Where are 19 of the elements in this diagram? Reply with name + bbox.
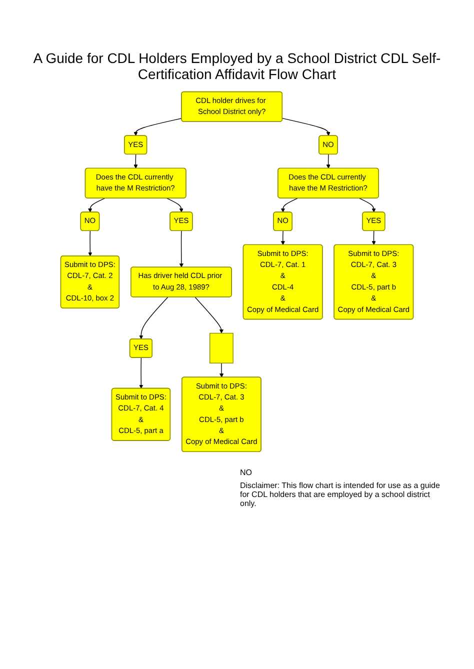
arrow (372, 230, 376, 246)
arrow (194, 296, 224, 334)
arrow (166, 198, 184, 212)
arrow (359, 198, 376, 212)
arrow (139, 357, 144, 389)
disclaimer-note: Disclaimer: This flow chart is intended for use as a guide for CDL holders that are employed by a school district only. (240, 481, 441, 508)
arrow (134, 118, 182, 136)
branch-label: NO (240, 468, 253, 478)
arrow (220, 362, 224, 378)
arrow (326, 154, 330, 169)
arrow (88, 198, 106, 212)
arrow (88, 230, 92, 256)
arrow (179, 230, 184, 268)
arrow (134, 154, 138, 169)
chart-title: A Guide for CDL Holders Employed by a School District CDL Self-Certification Affidavit Flow Chart (32, 50, 442, 82)
arrow (139, 296, 168, 340)
arrow (280, 230, 285, 246)
arrow (282, 118, 330, 136)
arrow (280, 198, 298, 212)
